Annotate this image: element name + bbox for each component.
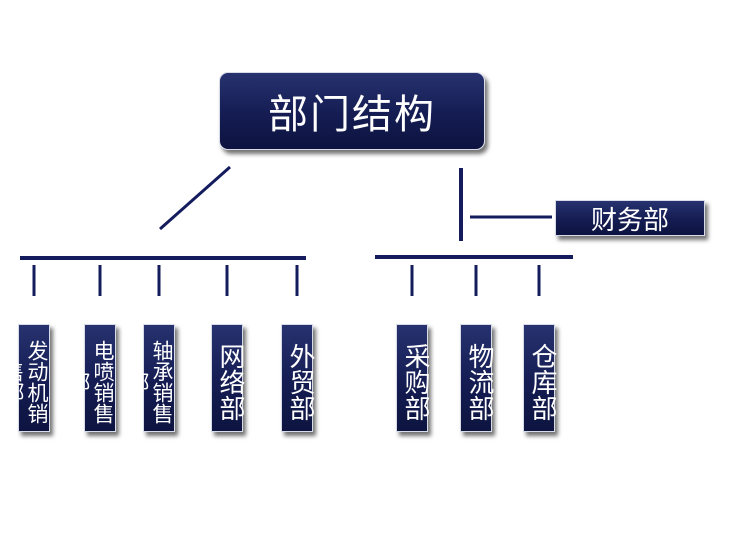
dept-node-bearing-sales: 轴承销售部 <box>126 324 175 432</box>
root-node: 部门结构 <box>219 72 485 150</box>
connector-root-to-left-group <box>159 165 231 231</box>
dept-node-logistics: 物流部 <box>460 324 494 432</box>
dept-node-network: 网络部 <box>211 324 245 432</box>
dept-node-procurement: 采购部 <box>396 324 430 432</box>
dept-node-efi-sales: 电喷销售部 <box>67 324 116 432</box>
dept-node-warehouse: 仓库部 <box>523 324 557 432</box>
dept-node-foreign-trade: 外贸部 <box>281 324 315 432</box>
dept-node-engine-sales: 发动机销售部 <box>1 324 50 432</box>
finance-node: 财务部 <box>555 200 705 236</box>
